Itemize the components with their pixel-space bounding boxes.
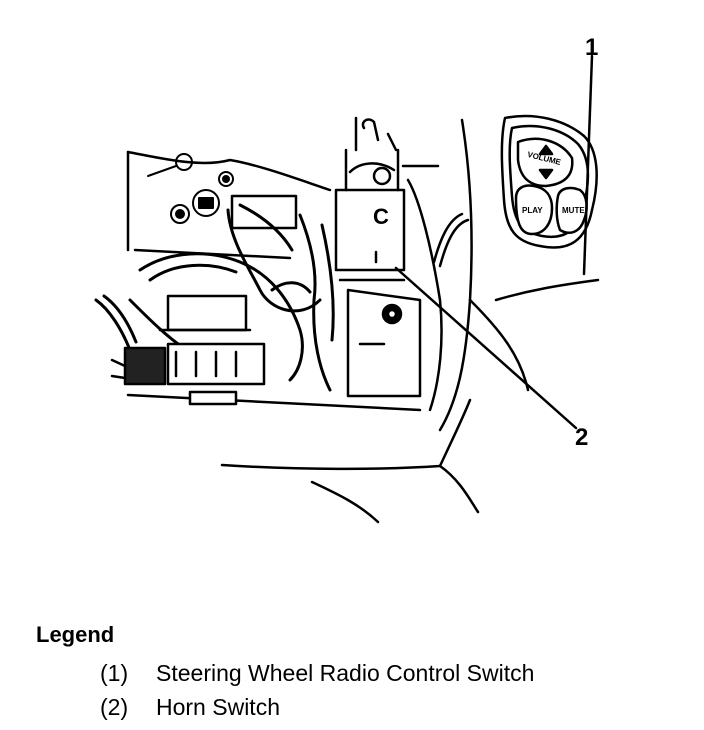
play-button-label: PLAY (522, 206, 543, 215)
legend-item-2: (2) Horn Switch (100, 694, 280, 721)
wiring-harness (94, 203, 335, 392)
legend-item-label: Steering Wheel Radio Control Switch (156, 660, 535, 686)
radio-control-switch (500, 114, 598, 249)
diagram-illustration: C 1 2 VOLUME PLAY MUTE (94, 34, 600, 524)
legend-title: Legend (36, 622, 115, 647)
mute-button-label: MUTE (562, 206, 585, 215)
lower-dash-edge (220, 398, 480, 524)
horn-mount-plate (346, 288, 422, 398)
legend-item-1: (1) Steering Wheel Radio Control Switch (100, 660, 534, 687)
wire-clip (432, 212, 470, 268)
electrical-connector (110, 342, 266, 406)
horn-switch-housing: C (334, 116, 406, 282)
leader-lines (394, 54, 594, 430)
dash-fasteners (147, 153, 234, 224)
legend-item-number: (2) (100, 694, 129, 720)
steering-wheel-edge (468, 278, 600, 392)
svg-text:C: C (373, 204, 389, 229)
legend-item-label: Horn Switch (156, 694, 280, 720)
callout-2: 2 (575, 424, 589, 451)
legend-item-number: (1) (100, 660, 129, 686)
callout-1: 1 (585, 34, 599, 61)
harness-bracket (158, 194, 298, 332)
